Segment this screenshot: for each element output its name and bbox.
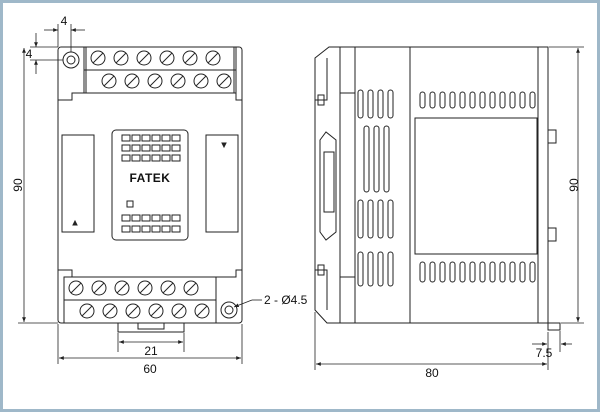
hole-callout: 2 - Ø4.5 xyxy=(264,293,308,307)
front-dimensions xyxy=(18,24,262,364)
vent-slot xyxy=(509,91,516,109)
vent-slot xyxy=(387,199,394,239)
dim-side-height: 90 xyxy=(567,178,581,192)
vent-slot xyxy=(367,199,374,239)
vent-slot xyxy=(367,89,374,119)
vent-slot xyxy=(387,89,394,119)
ventilation-slots xyxy=(357,89,536,287)
dim-foot-width: 21 xyxy=(144,344,158,358)
vent-slot xyxy=(529,91,536,109)
vent-slot xyxy=(357,251,364,287)
vent-slot xyxy=(479,261,486,283)
vent-slot xyxy=(387,251,394,287)
status-led xyxy=(126,200,134,208)
brand-label: FATEK xyxy=(130,171,171,185)
vent-slot xyxy=(519,261,526,283)
label-area xyxy=(414,117,538,255)
vent-slot xyxy=(449,261,456,283)
vent-slot xyxy=(363,125,370,193)
vent-slot xyxy=(377,251,384,287)
din-foot xyxy=(117,323,185,333)
dim-front-width: 60 xyxy=(143,362,157,376)
vent-slot xyxy=(479,91,486,109)
vent-slot xyxy=(489,91,496,109)
vent-slot xyxy=(377,89,384,119)
vent-slot xyxy=(429,91,436,109)
led-grid-top xyxy=(121,134,181,162)
bottom-terminals-row1 xyxy=(68,280,199,296)
vent-slot xyxy=(419,261,426,283)
mount-hole-bottom-right xyxy=(220,301,238,319)
din-clip-bottom xyxy=(548,227,557,242)
led-grid-bottom xyxy=(121,214,181,233)
vent-slot xyxy=(429,261,436,283)
left-window xyxy=(61,134,95,233)
vent-slot xyxy=(357,199,364,239)
center-led-panel xyxy=(111,129,189,241)
vent-slot xyxy=(449,91,456,109)
vent-slot xyxy=(509,261,516,283)
din-clip-top xyxy=(548,129,557,144)
vent-slot xyxy=(499,261,506,283)
vent-slot xyxy=(519,91,526,109)
top-terminals-row1 xyxy=(90,50,221,66)
vent-slot xyxy=(419,91,426,109)
side-view xyxy=(314,46,561,331)
vent-slot xyxy=(367,251,374,287)
side-dimensions xyxy=(314,46,584,370)
vent-slot xyxy=(529,261,536,283)
front-view xyxy=(57,46,243,333)
right-window xyxy=(205,134,239,233)
bottom-terminals-row2 xyxy=(79,303,210,319)
vent-slot xyxy=(459,91,466,109)
dim-hole-offset-x: 4 xyxy=(61,14,68,28)
vent-slot xyxy=(459,261,466,283)
vent-slot xyxy=(469,261,476,283)
vent-slot xyxy=(469,91,476,109)
vent-slot xyxy=(439,261,446,283)
dim-rail: 7.5 xyxy=(536,346,553,360)
top-terminals-row2 xyxy=(101,73,232,89)
vent-slot xyxy=(377,199,384,239)
vent-slot xyxy=(489,261,496,283)
dim-side-depth: 80 xyxy=(425,366,439,380)
vent-slot xyxy=(439,91,446,109)
vent-slot xyxy=(373,125,380,193)
dim-front-height: 90 xyxy=(11,178,25,192)
dim-hole-offset-y: 4 xyxy=(26,47,33,61)
vent-slot xyxy=(357,89,364,119)
vent-slot xyxy=(383,125,390,193)
vent-slot xyxy=(499,91,506,109)
